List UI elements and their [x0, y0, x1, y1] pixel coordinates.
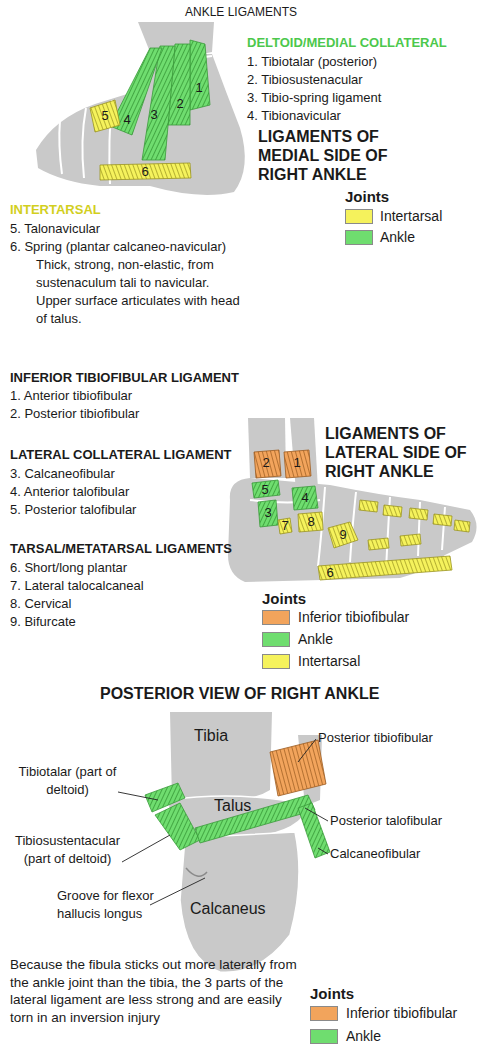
- foot-bones: [228, 478, 477, 582]
- view-heading: LIGAMENTS OF LATERAL SIDE OF RIGHT ANKLE: [325, 424, 490, 481]
- callout-number: 7: [281, 519, 288, 533]
- section-heading: LATERAL COLLATERAL LIGAMENT: [10, 446, 231, 464]
- ligament-band: [368, 538, 389, 550]
- caption-text: Because the fibula sticks out more later…: [10, 956, 305, 1026]
- groove-mark: [186, 868, 207, 876]
- callout-number: 6: [326, 566, 333, 580]
- bone-joint-line: [250, 487, 445, 570]
- legend-text: Ankle: [346, 1027, 381, 1045]
- label-text: 4. Tibionavicular: [247, 107, 341, 125]
- ligament-band: [278, 518, 292, 534]
- label-text: 3. Tibio-spring ligament: [247, 89, 381, 107]
- legend-text: Ankle: [298, 630, 333, 648]
- ligament-band: [100, 163, 191, 180]
- ligament-band: [359, 500, 378, 512]
- ligament-band: [284, 450, 311, 478]
- callout-number: 2: [262, 456, 269, 470]
- ligament-band: [328, 522, 358, 548]
- callout-number: 1: [195, 81, 202, 95]
- ligament-band: [258, 500, 278, 527]
- ligament-band: [195, 795, 315, 843]
- ligament-band: [298, 803, 330, 858]
- callout-number: 3: [264, 506, 271, 520]
- section-heading: TARSAL/METATARSAL LIGAMENTS: [10, 540, 232, 558]
- ligament-band: [252, 480, 280, 498]
- label-text: 8. Cervical: [10, 595, 71, 613]
- legend-text: Inferior tibiofibular: [298, 608, 409, 626]
- label-text: 9. Bifurcate: [10, 613, 76, 631]
- ligament-band: [454, 520, 470, 532]
- label-text: 6. Spring (plantar calcaneo-navicular): [10, 238, 226, 256]
- section-heading: DELTOID/MEDIAL COLLATERAL: [247, 34, 447, 52]
- label-text: 4. Anterior talofibular: [10, 483, 129, 501]
- ligament-band: [383, 505, 402, 517]
- label-text: 2. Posterior tibiofibular: [10, 405, 139, 423]
- label-text: 2. Tibiosustenacular: [247, 71, 363, 89]
- legend-swatch: [262, 632, 290, 647]
- bone-name: Tibia: [194, 727, 228, 745]
- callout-number: 4: [301, 491, 308, 505]
- section-heading: INFERIOR TIBIOFIBULAR LIGAMENT: [10, 369, 239, 387]
- legend-swatch: [310, 1006, 338, 1021]
- calcaneus-bone: [180, 832, 299, 972]
- legend-text: Inferior tibiofibular: [346, 1004, 457, 1022]
- legend-swatch: [345, 230, 373, 245]
- view-heading: LIGAMENTS OF MEDIAL SIDE OF RIGHT ANKLE: [258, 127, 423, 184]
- label-text: 5. Posterior talofibular: [10, 501, 136, 519]
- callout-number: 8: [307, 515, 314, 529]
- label-text: 7. Lateral talocalcaneal: [10, 577, 144, 595]
- legend-heading: Joints: [310, 985, 354, 1003]
- callout-number: 5: [261, 483, 268, 497]
- legend-swatch: [262, 610, 290, 625]
- bone-name: Talus: [214, 797, 251, 815]
- tibia-bone: [248, 418, 286, 478]
- ligament-band: [270, 740, 326, 796]
- callout-number: 2: [176, 97, 183, 111]
- ligament-band: [298, 512, 323, 532]
- callout-number: 9: [339, 528, 346, 542]
- legend-text: Intertarsal: [380, 207, 442, 225]
- ligament-band: [433, 514, 452, 526]
- label-text: 1. Tibiotalar (posterior): [247, 53, 377, 71]
- ligament-band: [318, 556, 452, 580]
- label-text: Posterior talofibular: [330, 812, 442, 830]
- ligament-band: [90, 100, 120, 132]
- ligament-band: [190, 40, 210, 110]
- bone-name: Calcaneus: [190, 900, 266, 918]
- callout-number: 1: [293, 456, 300, 470]
- legend-swatch: [345, 209, 373, 224]
- label-text: Posterior tibiofibular: [318, 729, 433, 747]
- section-heading: INTERTARSAL: [10, 201, 101, 219]
- legend-text: Ankle: [380, 228, 415, 246]
- ligament-band: [400, 534, 421, 546]
- legend-swatch: [262, 654, 290, 669]
- ligament-band: [292, 486, 318, 510]
- callout-number: 6: [141, 165, 148, 179]
- callout-number: 4: [123, 113, 130, 127]
- legend-text: Intertarsal: [298, 652, 360, 670]
- label-text: Thick, strong, non-elastic, from sustena…: [36, 256, 246, 328]
- ligament-band: [409, 508, 428, 520]
- label-text: 3. Calcaneofibular: [10, 465, 115, 483]
- tibia-bone: [170, 712, 272, 803]
- legend-heading: Joints: [345, 188, 389, 206]
- label-text: Calcaneofibular: [330, 845, 420, 863]
- label-text: Groove for flexor hallucis longus: [57, 887, 177, 923]
- leader-line: [118, 739, 328, 905]
- legend-swatch: [310, 1029, 338, 1044]
- callout-number: 3: [150, 108, 157, 122]
- diagram-title: ANKLE LIGAMENTS: [185, 3, 297, 21]
- callout-number: 5: [101, 109, 108, 123]
- label-text: 5. Talonavicular: [10, 220, 100, 238]
- ligament-band: [155, 803, 200, 850]
- legend-heading: Joints: [262, 590, 306, 608]
- label-text: Tibiosustentacular (part of deltoid): [5, 832, 130, 868]
- view-heading: POSTERIOR VIEW OF RIGHT ANKLE: [100, 684, 379, 703]
- label-text: 6. Short/long plantar: [10, 559, 127, 577]
- label-text: 1. Anterior tibiofibular: [10, 387, 132, 405]
- label-text: Tibiotalar (part of deltoid): [10, 763, 125, 799]
- ligament-band: [254, 450, 281, 478]
